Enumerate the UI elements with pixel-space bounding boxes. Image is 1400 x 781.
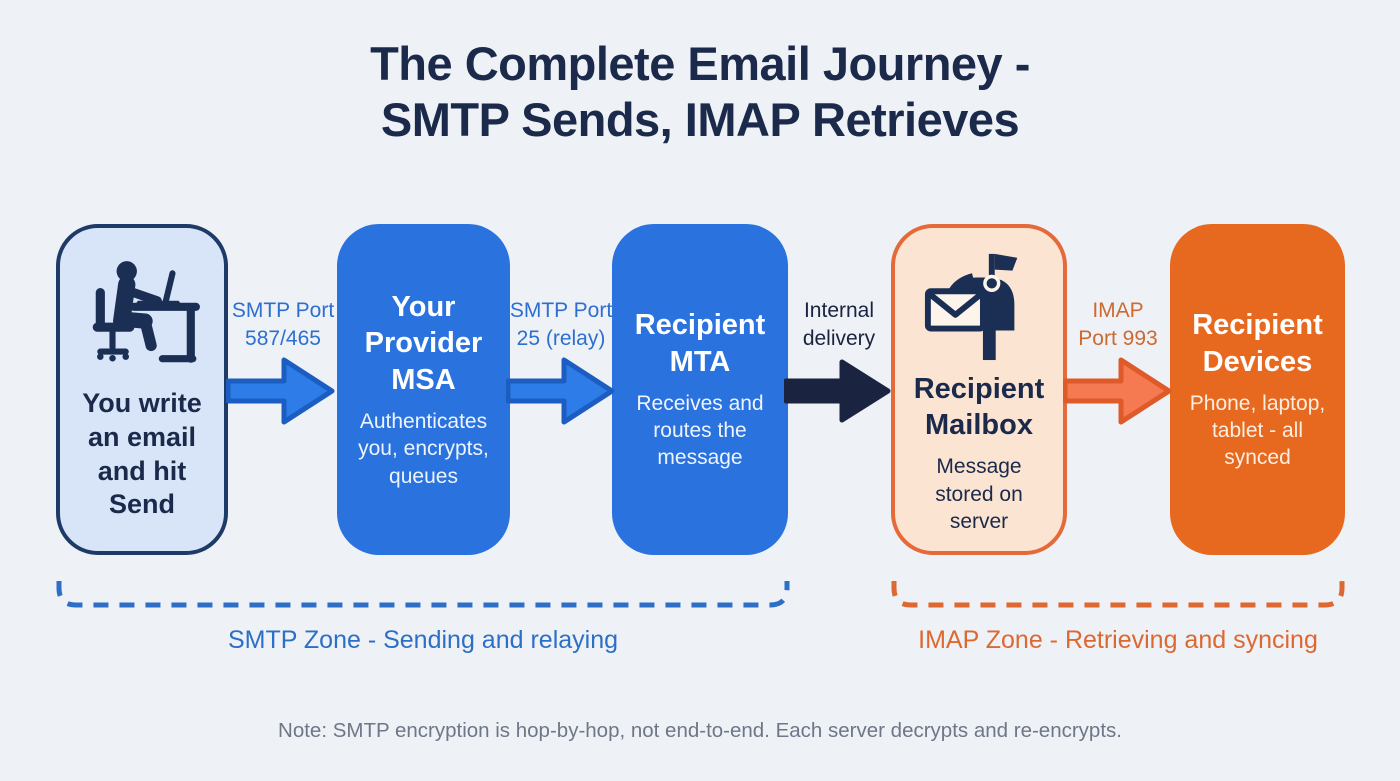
mailbox-icon xyxy=(920,248,1038,367)
arrow-label-smtp-25: SMTP Port 25 (relay) xyxy=(509,299,613,350)
smtp-zone-label: SMTP Zone - Sending and relaying xyxy=(227,626,619,654)
node-provider-msa: Your Provider MSA Authenticates you, enc… xyxy=(337,224,510,555)
node-recipient-mta-title: Recipient MTA xyxy=(634,309,766,378)
node-recipient-mailbox: Recipient Mailbox Message stored on serv… xyxy=(891,224,1067,555)
node-sender-title: You write an email and hit Send xyxy=(82,388,202,520)
page-title-line2: SMTP Sends, IMAP Retrieves xyxy=(380,93,1020,147)
node-recipient-devices: Recipient Devices Phone, laptop, tablet … xyxy=(1170,224,1345,555)
imap-zone-label: IMAP Zone - Retrieving and syncing xyxy=(918,626,1318,654)
arrow-right-icon xyxy=(226,357,335,425)
arrow-label-imap-993: IMAP Port 993 xyxy=(1078,299,1158,350)
imap-zone-bracket xyxy=(891,581,1345,608)
node-provider-msa-title: Your Provider MSA xyxy=(364,291,483,396)
arrow-right-icon xyxy=(1063,357,1172,425)
node-recipient-mta: Recipient MTA Receives and routes the me… xyxy=(612,224,788,555)
node-sender: You write an email and hit Send xyxy=(56,224,228,555)
page-title-line1: The Complete Email Journey - xyxy=(370,37,1030,90)
node-recipient-devices-title: Recipient Devices xyxy=(1192,309,1323,378)
node-provider-msa-subtitle: Authenticates you, encrypts, queues xyxy=(358,409,489,488)
footer-note: Note: SMTP encryption is hop-by-hop, not… xyxy=(278,719,1122,742)
node-recipient-devices-subtitle: Phone, laptop, tablet - all synced xyxy=(1189,391,1326,470)
page-title: The Complete Email Journey - SMTP Sends,… xyxy=(0,36,1400,149)
node-recipient-mta-subtitle: Receives and routes the message xyxy=(636,391,764,470)
person-at-desk-icon xyxy=(81,254,203,381)
arrow-right-icon xyxy=(506,357,615,425)
node-recipient-mailbox-title: Recipient Mailbox xyxy=(913,372,1045,442)
arrow-right-icon xyxy=(784,359,891,423)
node-recipient-mailbox-subtitle: Message stored on server xyxy=(935,455,1023,533)
smtp-zone-bracket xyxy=(56,581,790,608)
arrow-label-internal-delivery: Internal delivery xyxy=(802,299,876,350)
arrow-label-smtp-587: SMTP Port 587/465 xyxy=(231,299,335,350)
